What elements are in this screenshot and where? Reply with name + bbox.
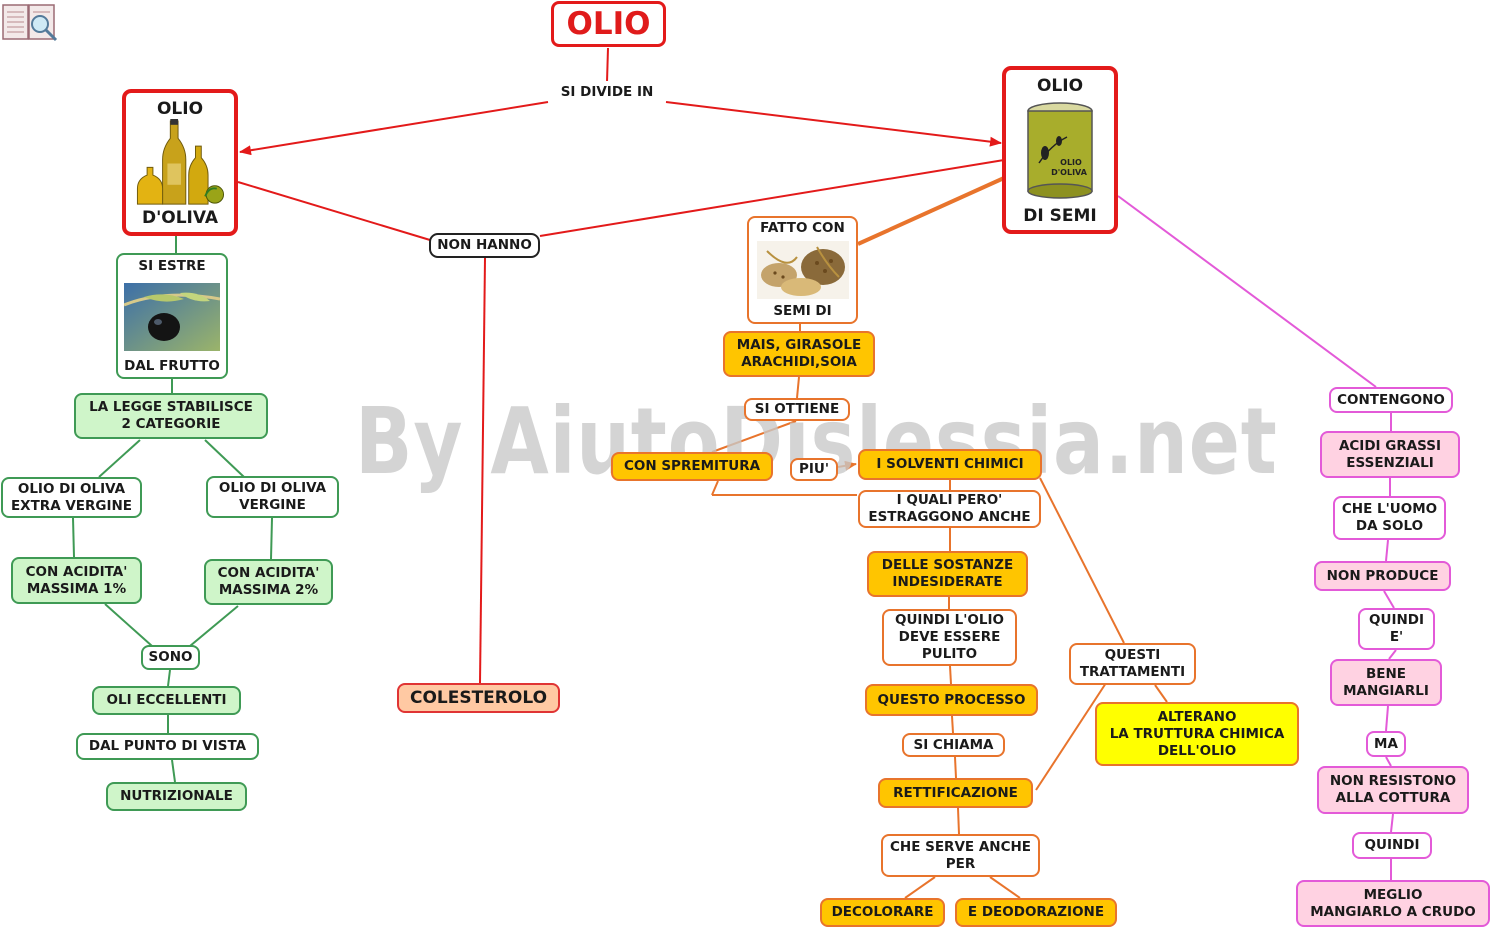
node-non-resistono: NON RESISTONO ALLA COTTURA	[1317, 766, 1469, 814]
node-nutrizionale: NUTRIZIONALE	[106, 782, 247, 811]
node-olio-semi-top: OLIO	[1036, 76, 1084, 96]
node-meglio-crudo: MEGLIO MANGIARLO A CRUDO	[1296, 880, 1490, 927]
node-colesterolo: COLESTEROLO	[397, 683, 560, 713]
node-rettificazione: RETTIFICAZIONE	[878, 778, 1033, 808]
page-title: OLIO	[551, 1, 666, 47]
node-si-estre-label: SI ESTRE	[138, 258, 206, 274]
node-si-estre: SI ESTRE DAL FRUTTO	[116, 253, 228, 379]
node-sostanze: DELLE SOSTANZE INDESIDERATE	[867, 551, 1028, 597]
node-olio-semi-bottom: DI SEMI	[1023, 206, 1097, 226]
node-alterano: ALTERANO LA TRUTTURA CHIMICA DELL'OLIO	[1095, 702, 1299, 766]
node-contengono: CONTENGONO	[1329, 387, 1453, 413]
node-decolorare: DECOLORARE	[820, 898, 945, 927]
node-mais-girasole: MAIS, GIRASOLE ARACHIDI,SOIA	[723, 331, 875, 377]
node-semi-di-label: SEMI DI	[773, 303, 832, 319]
node-punto-vista: DAL PUNTO DI VISTA	[76, 733, 259, 760]
node-bene-mangiarli: BENE MANGIARLI	[1330, 659, 1442, 706]
seeds-photo-icon	[756, 241, 849, 299]
node-quali-pero: I QUALI PERO' ESTRAGGONO ANCHE	[858, 490, 1041, 528]
node-trattamenti: QUESTI TRATTAMENTI	[1069, 643, 1196, 685]
node-non-produce: NON PRODUCE	[1314, 561, 1451, 591]
node-extra-vergine: OLIO DI OLIVA EXTRA VERGINE	[1, 477, 142, 518]
oil-can-icon: OLIO D'OLIVA	[1027, 102, 1093, 199]
node-quindi: QUINDI	[1352, 832, 1432, 859]
node-questo-processo: QUESTO PROCESSO	[865, 684, 1038, 716]
node-vergine: OLIO DI OLIVA VERGINE	[206, 476, 339, 518]
node-legge-categorie: LA LEGGE STABILISCE 2 CATEGORIE	[74, 393, 268, 439]
can-label-text: OLIO	[1060, 158, 1082, 167]
node-olio-oliva: OLIO D'OLIVA	[122, 89, 238, 236]
node-dal-frutto-label: DAL FRUTTO	[124, 358, 220, 374]
olive-oil-bottles-icon	[136, 119, 225, 205]
node-quindi-e: QUINDI E'	[1358, 608, 1435, 650]
node-fatto-con-label: FATTO CON	[760, 220, 845, 236]
olive-branch-photo-icon	[124, 282, 220, 351]
can-label-text-2: D'OLIVA	[1051, 168, 1088, 177]
node-sono: SONO	[141, 645, 200, 670]
node-piu: PIU'	[790, 458, 838, 481]
node-olio-oliva-top: OLIO	[156, 99, 204, 119]
node-acidi-grassi: ACIDI GRASSI ESSENZIALI	[1320, 431, 1460, 478]
node-oli-eccellenti: OLI ECCELLENTI	[92, 686, 241, 715]
node-solventi-chimici: I SOLVENTI CHIMICI	[858, 449, 1042, 480]
node-deodorazione: E DEODORAZIONE	[955, 898, 1117, 927]
node-acidita-2: CON ACIDITA' MASSIMA 2%	[204, 559, 333, 605]
node-spremitura: CON SPREMITURA	[611, 452, 773, 481]
link-label-non-hanno: NON HANNO	[429, 233, 540, 258]
node-quindi-olio: QUINDI L'OLIO DEVE ESSERE PULITO	[882, 609, 1017, 666]
node-acidita-1: CON ACIDITA' MASSIMA 1%	[11, 557, 142, 604]
node-si-chiama: SI CHIAMA	[902, 733, 1005, 757]
link-label-si-divide-in: SI DIVIDE IN	[548, 81, 666, 103]
node-uomo-da-solo: CHE L'UOMO DA SOLO	[1333, 496, 1446, 540]
node-serve-anche: CHE SERVE ANCHE PER	[881, 834, 1040, 877]
book-logo-icon	[2, 4, 58, 42]
node-ma: MA	[1366, 731, 1406, 757]
node-si-ottiene: SI OTTIENE	[744, 398, 850, 421]
node-olio-semi: OLIO OLIO D'OLIVA DI SEMI	[1002, 66, 1118, 234]
node-olio-oliva-bottom: D'OLIVA	[141, 208, 219, 228]
node-fatto-con: FATTO CON SEMI DI	[747, 216, 858, 324]
